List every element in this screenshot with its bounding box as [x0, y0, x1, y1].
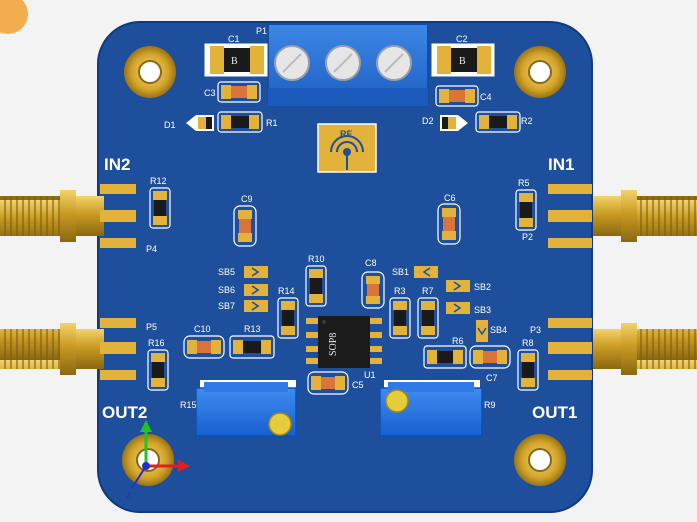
- rf-logo-text: RF: [340, 129, 352, 139]
- resistor-r5: [515, 189, 537, 231]
- resistor-r1: [217, 111, 263, 133]
- label-r8: R8: [522, 338, 534, 348]
- label-r13: R13: [244, 324, 261, 334]
- label-c4: C4: [480, 92, 492, 102]
- label-p5: P5: [146, 322, 157, 332]
- label-c1: C1: [228, 34, 240, 44]
- label-r14: R14: [278, 286, 295, 296]
- label-r16: R16: [148, 338, 165, 348]
- cap-c7: [469, 345, 511, 369]
- stray-dot: [0, 0, 28, 34]
- label-sb5: SB5: [218, 267, 235, 277]
- c1-marking: B: [231, 56, 238, 67]
- port-label-in1: IN1: [548, 155, 574, 174]
- resistor-r10: [305, 265, 327, 307]
- tantalum-cap-c2: [431, 43, 495, 77]
- solder-bridge-sb3: [446, 302, 470, 314]
- sma-connector-out1: [548, 318, 697, 380]
- port-label-in2: IN2: [104, 155, 130, 174]
- label-r15: R15: [180, 400, 197, 410]
- label-sb1: SB1: [392, 267, 409, 277]
- label-r2: R2: [521, 116, 533, 126]
- trim-pot-r9: [379, 380, 483, 437]
- label-u1: U1: [364, 370, 376, 380]
- ic-u1: [306, 316, 382, 368]
- cap-c5: [307, 371, 349, 395]
- label-c9: C9: [241, 194, 253, 204]
- solder-bridge-sb2: [446, 280, 470, 292]
- label-r5: R5: [518, 178, 530, 188]
- label-sb4: SB4: [490, 325, 507, 335]
- diode-d2: [440, 115, 468, 131]
- diode-d1: [186, 115, 214, 131]
- label-c3: C3: [204, 88, 216, 98]
- label-c7: C7: [486, 373, 498, 383]
- label-sb2: SB2: [474, 282, 491, 292]
- mounting-hole-bottom-left: [122, 434, 174, 486]
- cap-c8: [361, 271, 385, 309]
- mounting-hole-top-right: [514, 46, 566, 98]
- label-sb3: SB3: [474, 305, 491, 315]
- label-c8: C8: [365, 258, 377, 268]
- label-r7: R7: [422, 286, 434, 296]
- label-c5: C5: [352, 380, 364, 390]
- cap-c6: [437, 203, 461, 245]
- ic-package-marking: SOP8: [328, 333, 339, 356]
- label-r10: R10: [308, 254, 325, 264]
- label-d2: D2: [422, 116, 434, 126]
- sma-connector-out2: [0, 318, 136, 380]
- label-r3: R3: [394, 286, 406, 296]
- cap-c10: [183, 335, 225, 359]
- solder-bridge-sb6: [244, 284, 268, 296]
- label-p2: P2: [522, 232, 533, 242]
- axis-gizmo: [131, 420, 190, 489]
- c2-marking: B: [459, 56, 466, 67]
- resistor-r8: [517, 349, 539, 391]
- label-p1: P1: [256, 26, 267, 36]
- resistor-r16: [147, 349, 169, 391]
- solder-bridge-sb5: [244, 266, 268, 278]
- label-c6: C6: [444, 193, 456, 203]
- resistor-r7: [417, 297, 439, 339]
- cap-c4: [435, 85, 479, 107]
- label-d1: D1: [164, 120, 176, 130]
- port-label-out2: OUT2: [102, 403, 147, 422]
- mounting-hole-top-left: [124, 46, 176, 98]
- rf-logo: [317, 123, 377, 173]
- resistor-r13: [229, 335, 275, 359]
- tantalum-cap-c1: [204, 43, 268, 77]
- label-c2: C2: [456, 34, 468, 44]
- cap-c9: [233, 205, 257, 247]
- sma-connector-in2: [0, 184, 136, 248]
- label-sb6: SB6: [218, 285, 235, 295]
- port-label-out1: OUT1: [532, 403, 577, 422]
- sma-connector-in1: [548, 184, 697, 248]
- solder-bridge-sb1: [414, 266, 438, 278]
- solder-bridge-sb4: [476, 320, 488, 342]
- cap-c3: [217, 81, 261, 103]
- resistor-r14: [277, 297, 299, 339]
- resistor-r12: [149, 187, 171, 229]
- label-sb7: SB7: [218, 301, 235, 311]
- label-p4: P4: [146, 244, 157, 254]
- resistor-r6: [423, 345, 467, 369]
- terminal-block-p1: [267, 23, 429, 107]
- resistor-r2: [475, 111, 521, 133]
- label-c10: C10: [194, 324, 211, 334]
- axis-label-z: Z: [126, 491, 131, 500]
- label-p3: P3: [530, 325, 541, 335]
- solder-bridge-sb7: [244, 300, 268, 312]
- resistor-r3: [389, 297, 411, 339]
- label-r1: R1: [266, 118, 278, 128]
- trim-pot-r15: [195, 380, 297, 437]
- mounting-hole-bottom-right: [514, 434, 566, 486]
- label-r9: R9: [484, 400, 496, 410]
- label-r12: R12: [150, 176, 167, 186]
- label-r6: R6: [452, 336, 464, 346]
